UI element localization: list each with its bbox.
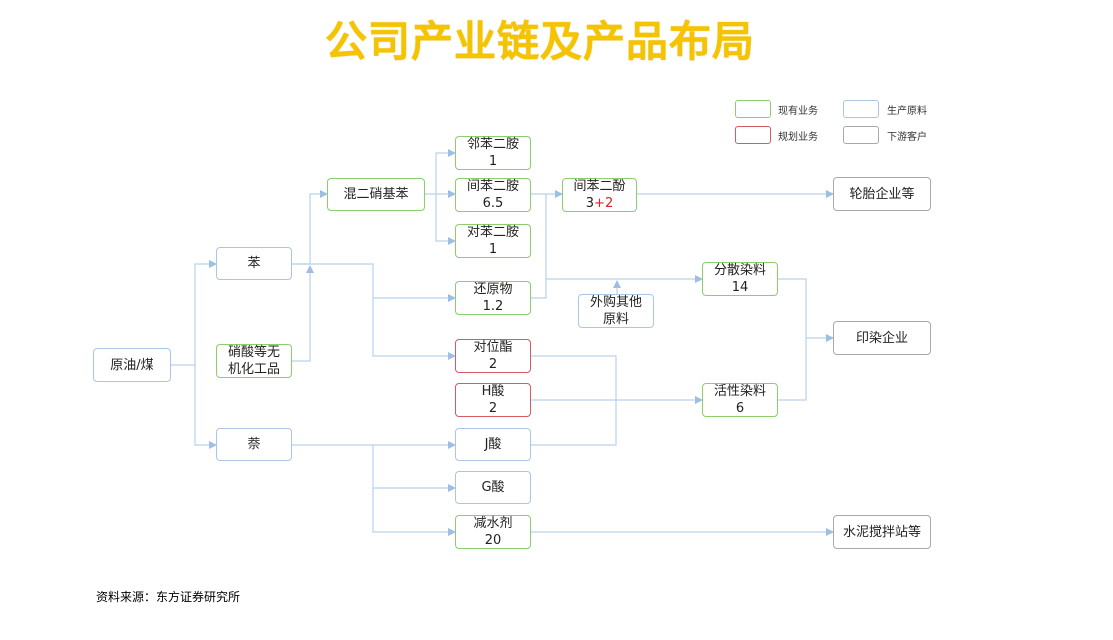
node-tire-label: 轮胎企业等: [849, 186, 915, 202]
node-disperse-name: 分散染料: [713, 263, 766, 278]
node-disperse-value: 14: [731, 280, 749, 295]
node-benzene: 苯: [216, 247, 292, 280]
node-superplast-value: 20: [484, 533, 502, 548]
node-p-phenylenediamine: 对苯二胺 1: [455, 224, 531, 258]
node-reactive-value: 6: [735, 401, 745, 416]
node-paraester: 对位酯 2: [455, 339, 531, 373]
legend-swatch-existing: [735, 100, 771, 118]
node-reduct: 还原物 1.2: [455, 281, 531, 315]
node-nitric-line2: 机化工品: [227, 362, 280, 377]
node-tire-companies: 轮胎企业等: [833, 177, 931, 211]
node-reduct-value: 1.2: [482, 299, 504, 314]
node-resorcinol-name: 间苯二酚: [573, 179, 626, 194]
legend-swatch-planned: [735, 126, 771, 144]
node-ppd-value: 1: [488, 242, 498, 257]
node-resorcinol-planned: +2: [594, 196, 614, 211]
node-naphthalene: 萘: [216, 428, 292, 461]
node-naphthalene-label: 萘: [247, 437, 261, 452]
node-dyeing-label: 印染企业: [855, 330, 908, 346]
legend-label-existing: 现有业务: [778, 106, 818, 117]
page-title: 公司产业链及产品布局: [324, 17, 755, 66]
legend-label-customer: 下游客户: [887, 132, 927, 143]
node-superplast-name: 减水剂: [473, 516, 513, 531]
node-mpd-value: 6.5: [482, 196, 504, 211]
node-mixed-dnb-label: 混二硝基苯: [343, 187, 409, 202]
node-reactive-name: 活性染料: [713, 384, 766, 399]
node-benzene-label: 苯: [247, 256, 261, 271]
node-crude-label: 原油/煤: [110, 357, 154, 373]
source-note: 资料来源：东方证券研究所: [96, 590, 241, 604]
node-paraester-value: 2: [488, 357, 498, 372]
node-resorcinol-current: 3: [585, 196, 595, 211]
legend-swatch-raw: [843, 100, 879, 118]
node-purchased-line2: 原料: [602, 312, 629, 327]
node-cement-label: 水泥搅拌站等: [842, 524, 921, 540]
node-nitric-line1: 硝酸等无: [227, 345, 280, 360]
node-resorcinol: 间苯二酚 3+2: [562, 178, 637, 212]
node-reactive-dyes: 活性染料 6: [702, 383, 778, 417]
node-m-phenylenediamine: 间苯二胺 6.5: [455, 178, 531, 212]
node-cement-stations: 水泥搅拌站等: [833, 515, 931, 549]
node-opd-name: 邻苯二胺: [466, 137, 519, 152]
node-ppd-name: 对苯二胺: [466, 225, 519, 240]
legend-swatch-customer: [843, 126, 879, 144]
node-j-acid: J酸: [455, 428, 531, 461]
node-superplasticizer: 减水剂 20: [455, 515, 531, 549]
node-nitric-inorganics: 硝酸等无 机化工品: [216, 344, 292, 378]
node-g-acid: G酸: [455, 471, 531, 504]
legend-label-planned: 规划业务: [778, 132, 818, 143]
legend-label-raw: 生产原料: [887, 106, 927, 117]
node-reduct-name: 还原物: [473, 282, 513, 297]
node-o-phenylenediamine: 邻苯二胺 1: [455, 136, 531, 170]
node-purchased-line1: 外购其他: [589, 295, 642, 310]
node-crude: 原油/煤: [93, 348, 171, 382]
node-h-acid-value: 2: [488, 401, 498, 416]
node-resorcinol-value: 3+2: [586, 195, 613, 212]
node-opd-value: 1: [488, 154, 498, 169]
node-mpd-name: 间苯二胺: [466, 179, 519, 194]
node-purchased-materials: 外购其他 原料: [578, 294, 654, 328]
node-paraester-name: 对位酯: [473, 340, 513, 355]
node-disperse-dyes: 分散染料 14: [702, 262, 778, 296]
node-dyeing-companies: 印染企业: [833, 321, 931, 355]
node-j-acid-label: J酸: [484, 437, 502, 452]
node-h-acid: H酸 2: [455, 383, 531, 417]
node-mixed-dinitrobenzene: 混二硝基苯: [327, 178, 425, 211]
node-g-acid-label: G酸: [481, 480, 505, 495]
node-h-acid-name: H酸: [481, 384, 505, 399]
